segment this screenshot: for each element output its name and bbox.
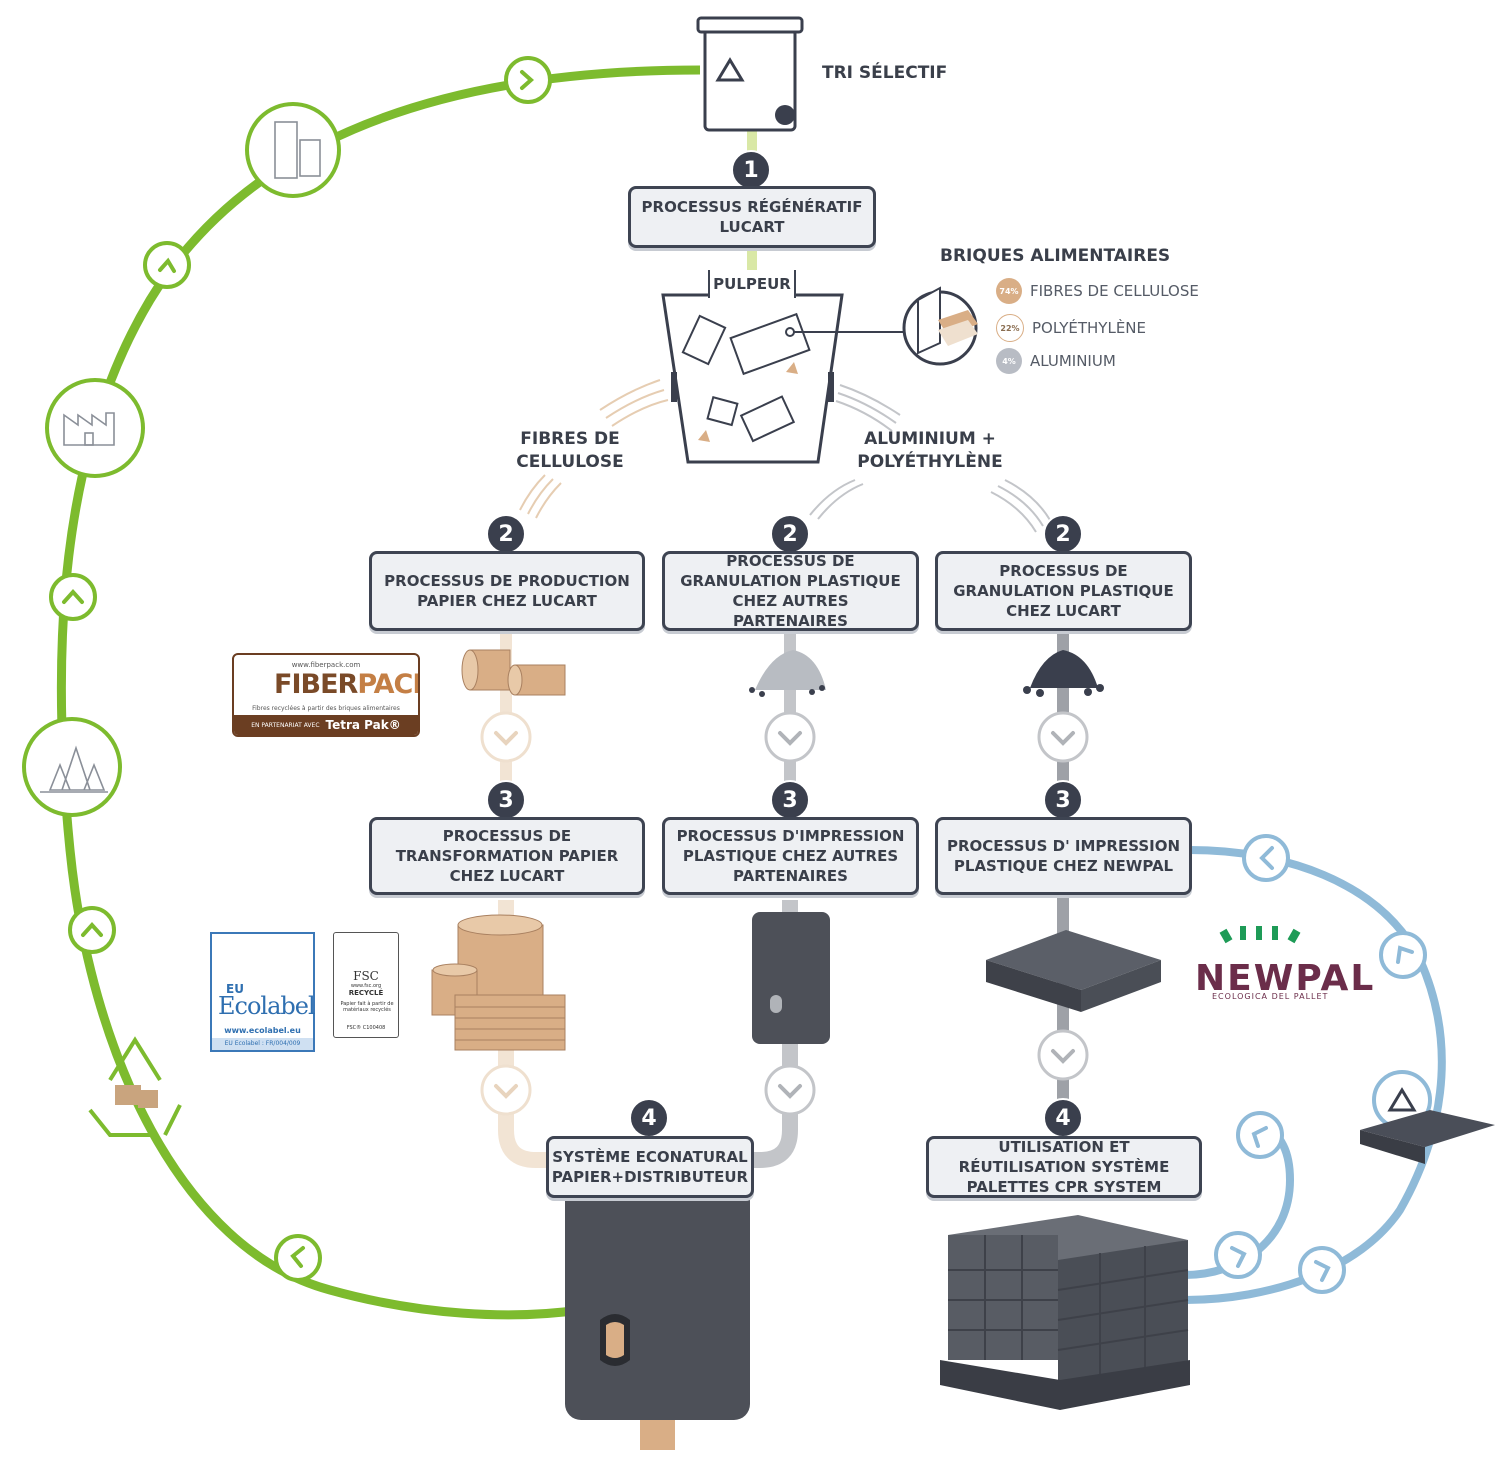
step-3c-label: PROCESSUS D' IMPRESSION PLASTIQUE CHEZ N…	[946, 837, 1181, 875]
pct-badge-polyethylene: 22%	[996, 314, 1024, 342]
arrow-node-icon	[1242, 834, 1290, 882]
arrow-node-icon	[1236, 1111, 1284, 1159]
fsc-desc: Papier fait à partir de matériaux recycl…	[340, 1001, 394, 1013]
carton-node-icon	[245, 102, 341, 198]
step-1-badge: 1	[731, 150, 771, 190]
ecolabel-name: Ecolabel	[218, 992, 316, 1020]
forest-node-icon	[22, 717, 122, 817]
step-2b-label: PROCESSUS DE GRANULATION PLASTIQUE CHEZ …	[680, 552, 901, 630]
arrow-node-icon	[68, 906, 116, 954]
branch-alu-pe-label: ALUMINIUM + POLYÉTHYLÈNE	[857, 429, 1003, 472]
step-3a-box: PROCESSUS DE TRANSFORMATION PAPIER CHEZ …	[369, 817, 645, 895]
step-4a-label: SYSTÈME ECONATURAL PAPIER+DISTRIBUTEUR	[551, 1148, 749, 1186]
arrow-node-icon	[274, 1234, 322, 1282]
step-4a-box: SYSTÈME ECONATURAL PAPIER+DISTRIBUTEUR	[546, 1136, 754, 1198]
chevron-down-icon	[764, 1064, 816, 1116]
sorting-label: TRI SÉLECTIF	[822, 63, 948, 83]
arrow-node-icon	[1214, 1231, 1262, 1279]
arrow-node-icon	[1298, 1246, 1346, 1294]
fsc-site: www.fsc.org	[350, 983, 382, 989]
eu-ecolabel-logo: EU Ecolabel www.ecolabel.eu EU Ecolabel …	[210, 932, 316, 1052]
fiberpack-brand: FIBERPACK	[274, 669, 418, 700]
composition-label-aluminium: ALUMINIUM	[1030, 352, 1116, 370]
branch-cellulose-label: FIBRES DE CELLULOSE	[516, 429, 624, 472]
chevron-down-icon	[1037, 1029, 1089, 1081]
arrow-node-icon	[49, 573, 97, 621]
step-4b-badge: 4	[1043, 1098, 1083, 1138]
fsc-recycled: RECYCLÉ	[348, 989, 384, 997]
step-3c-box: PROCESSUS D' IMPRESSION PLASTIQUE CHEZ N…	[935, 817, 1192, 895]
fsc-logo: FSC RECYCLÉ www.fsc.org Papier fait à pa…	[333, 932, 399, 1038]
chevron-down-icon	[764, 711, 816, 763]
step-3a-label: PROCESSUS DE TRANSFORMATION PAPIER CHEZ …	[395, 827, 619, 885]
composition-label-cellulose: FIBRES DE CELLULOSE	[1030, 282, 1199, 300]
recycling-bin-icon	[696, 16, 804, 132]
composition-item-polyethylene: 22% POLYÉTHYLÈNE	[996, 314, 1146, 342]
chevron-down-icon	[480, 711, 532, 763]
pct-badge-cellulose: 74%	[996, 278, 1022, 304]
step-2a-box: PROCESSUS DE PRODUCTION PAPIER CHEZ LUCA…	[369, 551, 645, 631]
green-nodes	[22, 56, 552, 1282]
step-2a-label: PROCESSUS DE PRODUCTION PAPIER CHEZ LUCA…	[384, 572, 630, 610]
step-4b-label: UTILISATION ET RÉUTILISATION SYSTÈME PAL…	[958, 1138, 1170, 1196]
ecolabel-url: www.ecolabel.eu	[224, 1026, 301, 1035]
step-3b-label: PROCESSUS D'IMPRESSION PLASTIQUE CHEZ AU…	[676, 827, 905, 885]
pulper-label: PULPEUR	[713, 275, 791, 293]
composition-item-cellulose: 74% FIBRES DE CELLULOSE	[996, 278, 1199, 304]
ecolabel-registration: EU Ecolabel : FR/004/009	[212, 1038, 313, 1050]
step-3b-box: PROCESSUS D'IMPRESSION PLASTIQUE CHEZ AU…	[662, 817, 919, 895]
factory-node-icon	[45, 378, 145, 478]
arrow-node-icon	[1379, 931, 1427, 979]
chevron-down-icon	[480, 1064, 532, 1116]
step-1-box: PROCESSUS RÉGÉNÉRATIF LUCART	[628, 186, 876, 248]
fiberpack-logo: www.fiberpack.com FIBERPACK Fibres recyc…	[232, 653, 420, 737]
step-2c-badge: 2	[1043, 514, 1083, 554]
fiberpack-tagline: Fibres recyclées à partir des briques al…	[252, 705, 400, 712]
fsc-name: FSC	[353, 969, 379, 983]
paper-dispenser-icon	[565, 1185, 750, 1420]
step-4a-badge: 4	[629, 1098, 669, 1138]
fsc-code: FSC® C100408	[346, 1025, 386, 1031]
step-3c-badge: 3	[1043, 780, 1083, 820]
pct-badge-aluminium: 4%	[996, 348, 1022, 374]
pulper-icon	[661, 293, 905, 464]
composition-title: BRIQUES ALIMENTAIRES	[940, 246, 1171, 266]
composition-item-aluminium: 4% ALUMINIUM	[996, 348, 1116, 374]
step-2b-badge: 2	[770, 514, 810, 554]
composition-label-polyethylene: POLYÉTHYLÈNE	[1032, 319, 1146, 337]
step-1-label: PROCESSUS RÉGÉNÉRATIF LUCART	[641, 198, 863, 236]
step-2c-label: PROCESSUS DE GRANULATION PLASTIQUE CHEZ …	[953, 562, 1174, 620]
step-2a-badge: 2	[486, 514, 526, 554]
pulper-label-box: PULPEUR	[708, 270, 796, 298]
step-4b-box: UTILISATION ET RÉUTILISATION SYSTÈME PAL…	[926, 1136, 1202, 1198]
fiberpack-url: www.fiberpack.com	[291, 661, 361, 669]
ecolabel-eu: EU	[226, 982, 244, 996]
newpal-tagline: ECOLOGICA DEL PALLET	[1212, 992, 1329, 1001]
step-3b-badge: 3	[770, 780, 810, 820]
step-2b-box: PROCESSUS DE GRANULATION PLASTIQUE CHEZ …	[662, 551, 919, 631]
recycle-cardboard-icon	[88, 1036, 182, 1137]
newpal-logo: NEWPAL	[1195, 958, 1376, 999]
chevron-down-icon	[1037, 711, 1089, 763]
step-3a-badge: 3	[486, 780, 526, 820]
step-2c-box: PROCESSUS DE GRANULATION PLASTIQUE CHEZ …	[935, 551, 1192, 631]
